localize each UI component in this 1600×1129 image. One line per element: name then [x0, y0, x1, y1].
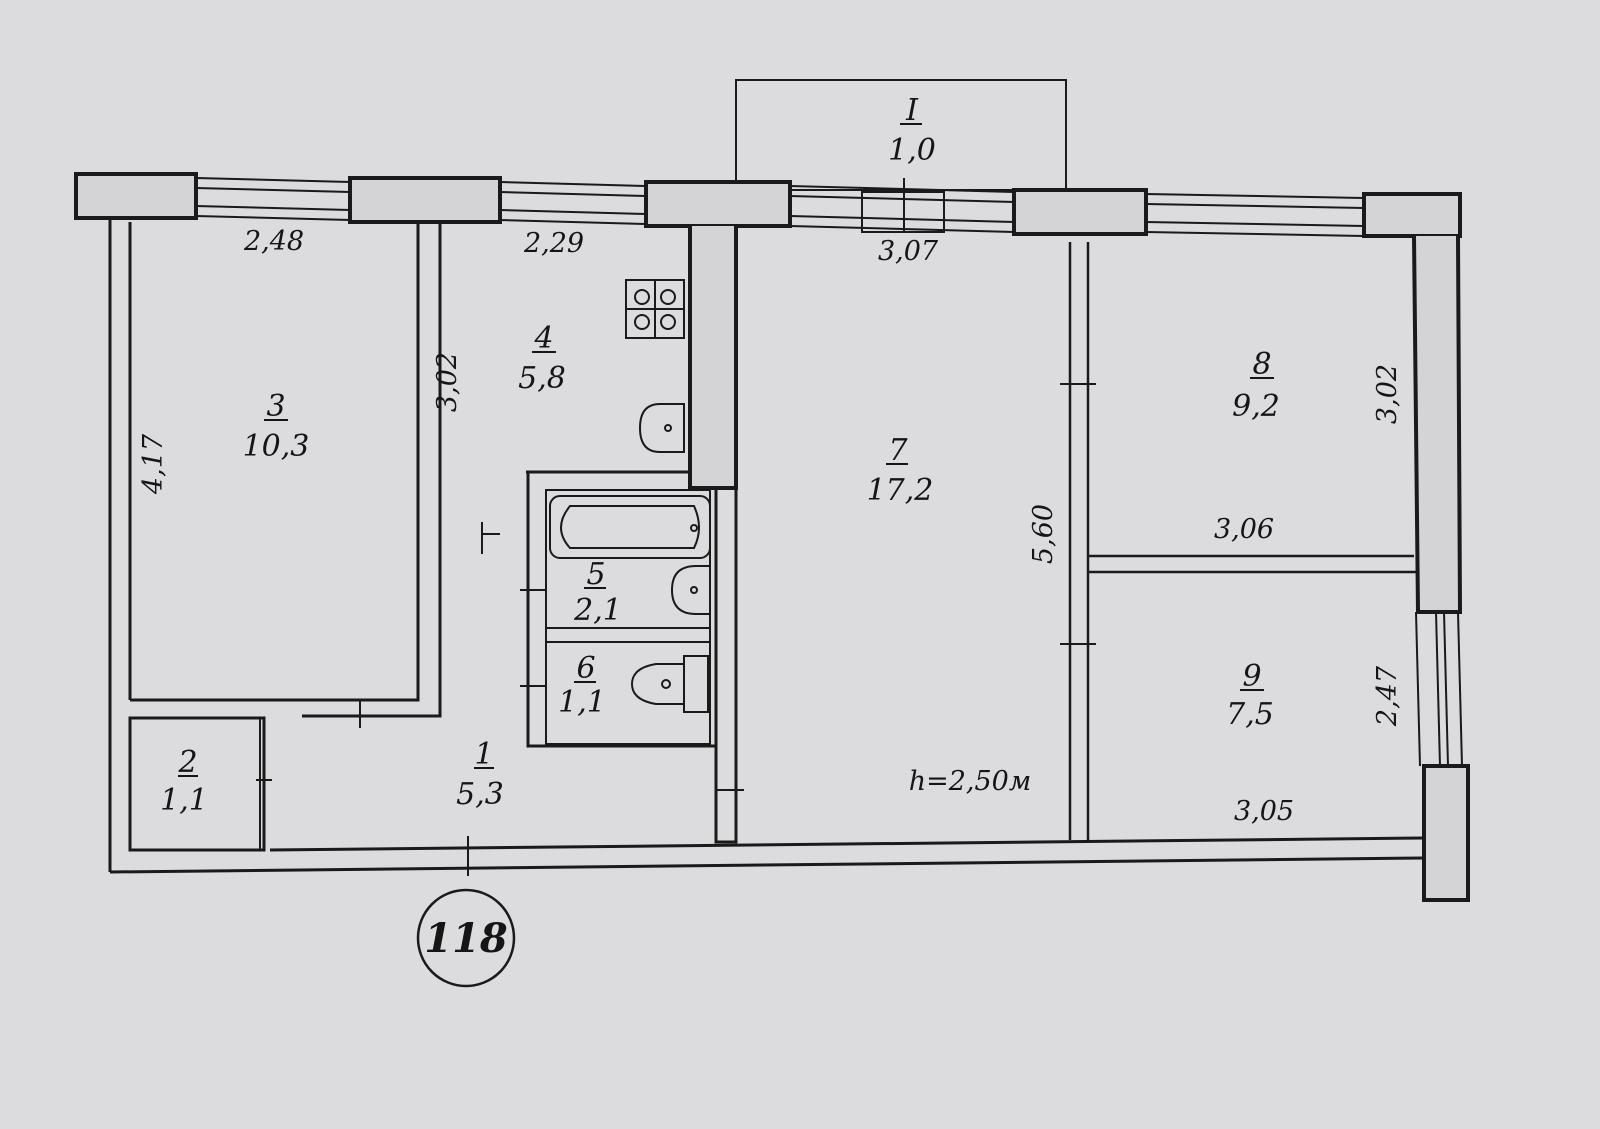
- svg-text:I: I: [905, 93, 919, 128]
- room-label-hall: 1 5,3: [456, 737, 504, 812]
- ceiling-height: h=2,50м: [909, 766, 1032, 797]
- dim-room3-width: 2,48: [243, 226, 304, 257]
- balcony-outline: [735, 79, 1067, 191]
- svg-text:1,1: 1,1: [558, 685, 606, 720]
- svg-text:8: 8: [1252, 347, 1271, 382]
- room-label-toilet: 6 1,1: [558, 651, 606, 720]
- dim-room9-width: 3,05: [1234, 796, 1294, 827]
- dim-room3-length: 4,17: [138, 433, 169, 495]
- apartment-number-badge: [416, 888, 516, 988]
- svg-text:2,1: 2,1: [573, 593, 622, 628]
- toilet-icon: [630, 655, 709, 713]
- room-label-balcony: I 1,0: [888, 93, 936, 168]
- dim-kitchen-width: 2,29: [523, 228, 584, 259]
- svg-text:5,8: 5,8: [518, 361, 566, 396]
- stove-icon: [625, 279, 685, 339]
- room-label-living-room: 7 17,2: [867, 433, 934, 508]
- room-label-closet: 2 1,1: [160, 745, 208, 818]
- dim-living-length: 5,60: [1028, 504, 1059, 564]
- kitchen-sink-icon: [638, 403, 685, 453]
- washbasin-icon: [670, 565, 711, 615]
- dim-living-width: 3,07: [878, 236, 939, 267]
- svg-text:7: 7: [888, 433, 908, 468]
- svg-text:5,3: 5,3: [456, 777, 504, 812]
- room-label-bedroom-right-bottom: 9 7,5: [1226, 659, 1274, 732]
- room-label-bedroom-left: 3 10,3: [243, 389, 310, 464]
- room-label-bedroom-right-top: 8 9,2: [1232, 347, 1280, 424]
- svg-text:4: 4: [533, 321, 553, 356]
- dim-room8-width: 3,06: [1214, 514, 1274, 545]
- svg-text:5: 5: [586, 557, 605, 592]
- dim-kitchen-length: 3,02: [432, 352, 463, 412]
- dim-room8-length: 3,02: [1372, 364, 1403, 424]
- svg-text:10,3: 10,3: [243, 429, 310, 464]
- interior-walls: [128, 178, 1418, 876]
- svg-text:17,2: 17,2: [867, 473, 934, 508]
- svg-text:2: 2: [177, 745, 197, 780]
- svg-text:1,1: 1,1: [160, 783, 208, 818]
- svg-text:7,5: 7,5: [1226, 697, 1274, 732]
- dim-room9-length: 2,47: [1372, 665, 1403, 727]
- svg-text:9: 9: [1242, 659, 1261, 694]
- svg-text:9,2: 9,2: [1232, 389, 1280, 424]
- room-label-bathroom: 5 2,1: [573, 557, 622, 628]
- svg-text:3: 3: [266, 389, 285, 424]
- bathtub-icon: [549, 495, 711, 559]
- svg-text:1: 1: [474, 737, 493, 772]
- room-label-kitchen: 4 5,8: [518, 321, 566, 396]
- apartment-number: 118: [424, 915, 508, 962]
- exterior-walls: [74, 172, 1470, 902]
- svg-text:6: 6: [576, 651, 595, 686]
- svg-text:1,0: 1,0: [888, 133, 936, 168]
